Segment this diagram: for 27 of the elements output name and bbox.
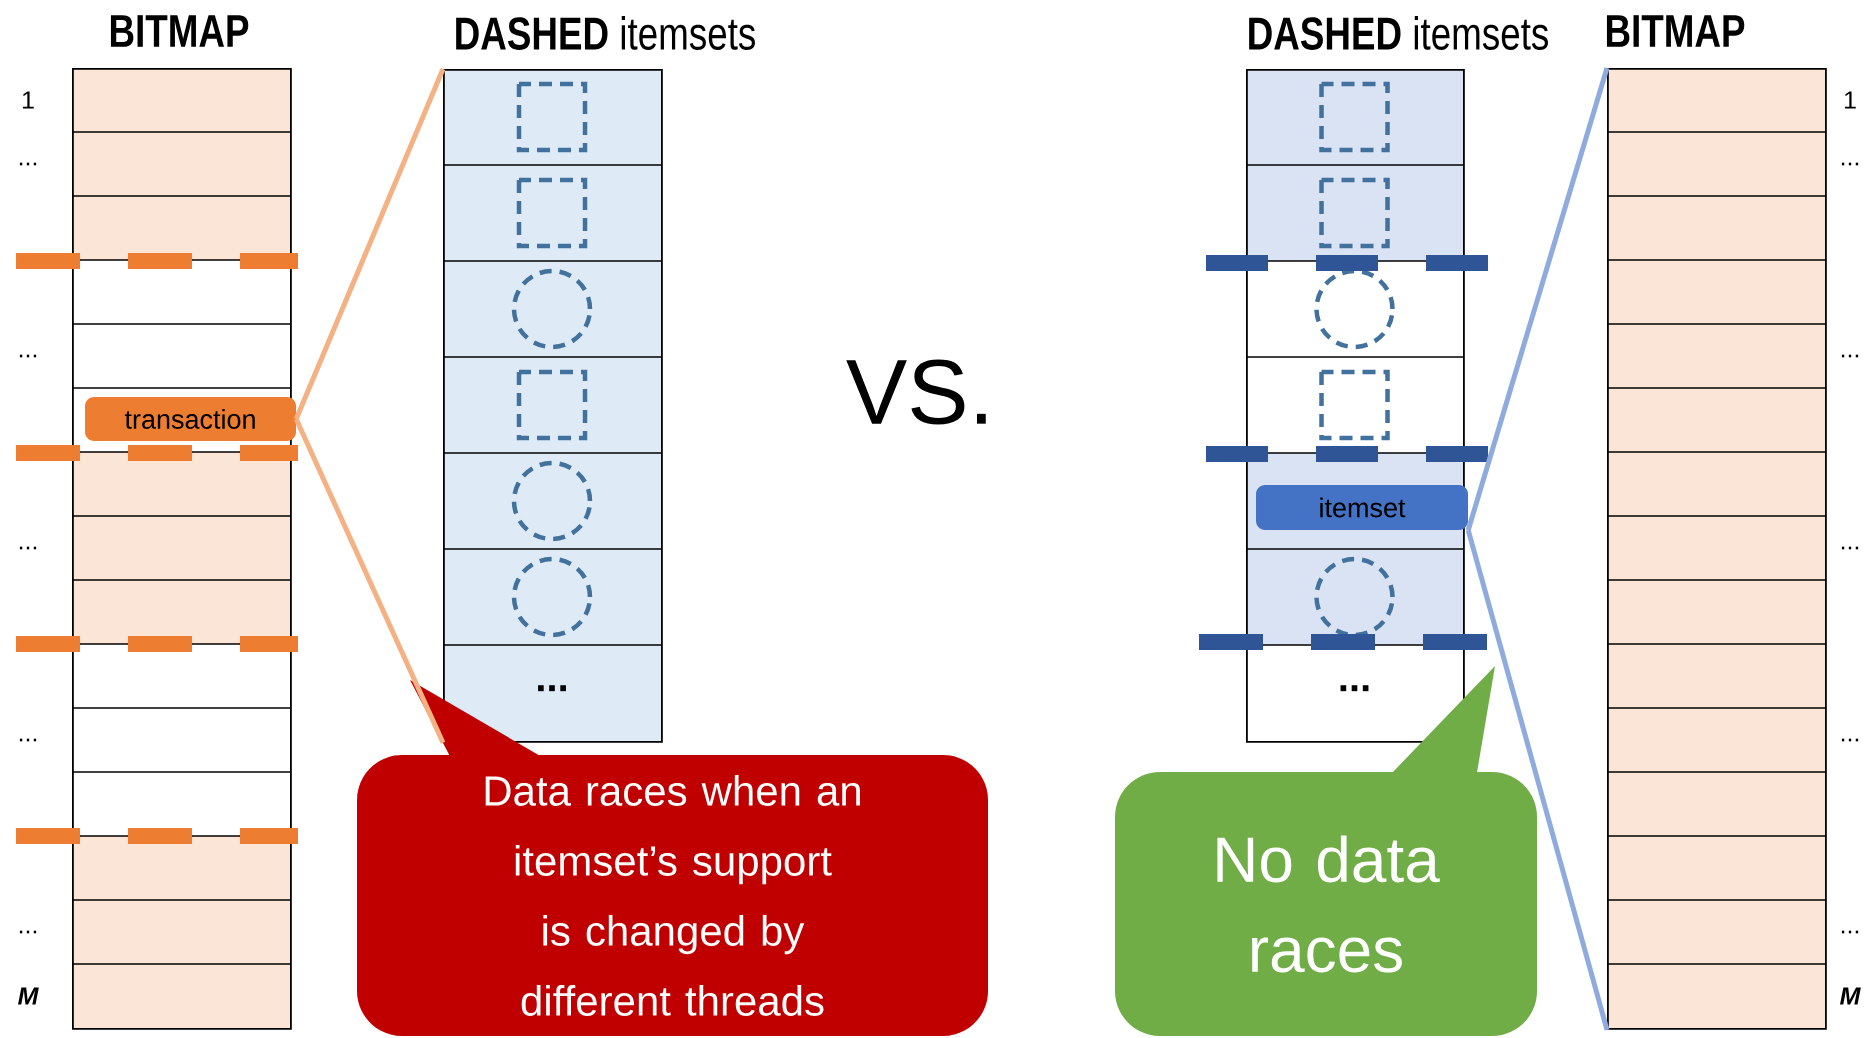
row-number: ... [1841, 738, 1859, 742]
column-heading: BITMAP [110, 15, 249, 47]
row-number: ... [1841, 546, 1859, 550]
zoom-line [293, 417, 446, 744]
row-number: ... [19, 546, 37, 550]
zoom-line [293, 68, 446, 420]
row-number: ... [19, 738, 37, 742]
row-number: M [18, 987, 39, 1005]
column-heading: BITMAP [1606, 15, 1745, 47]
row-number: ... [1841, 354, 1859, 358]
row-number: 1 [1844, 91, 1856, 109]
ellipsis: ... [538, 685, 566, 692]
zoom-line [1465, 529, 1610, 1031]
row-number: ... [1841, 162, 1859, 166]
column-heading: DASHED itemsets [456, 16, 755, 50]
row-number: ... [19, 354, 37, 358]
zoom-line [1465, 67, 1610, 531]
versus-label: VS. [846, 359, 986, 425]
tag-button: transaction [85, 397, 296, 441]
row-number: ... [19, 162, 37, 166]
tag-button: itemset [1256, 485, 1468, 530]
row-number: M [1840, 987, 1861, 1005]
row-number: 1 [22, 91, 34, 109]
row-number: ... [19, 930, 37, 934]
ellipsis: ... [1340, 685, 1369, 692]
column-heading: DASHED itemsets [1249, 16, 1548, 50]
row-number: ... [1841, 930, 1859, 934]
